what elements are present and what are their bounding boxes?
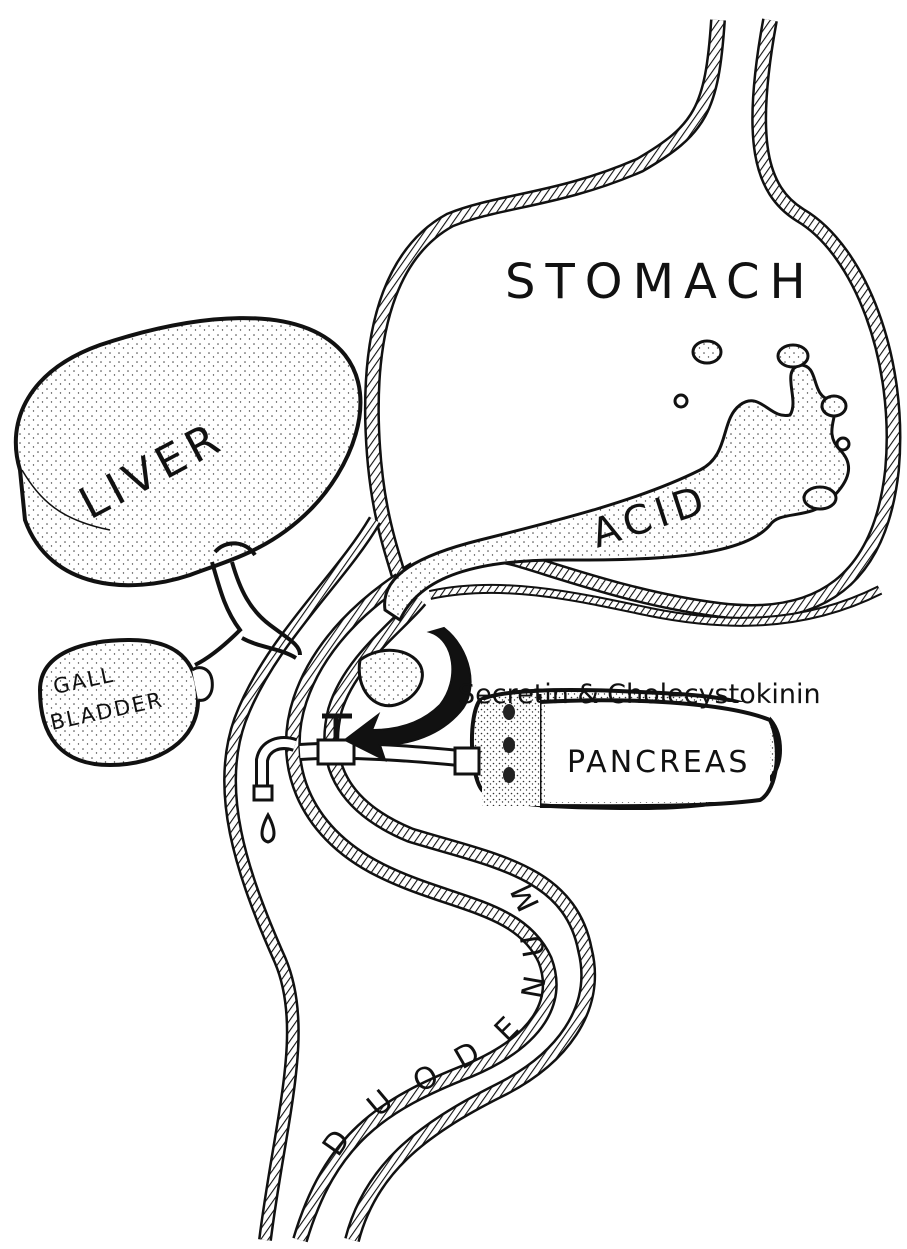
pyloric-valve (359, 650, 422, 705)
hormones-label: Secretin & Cholecystokinin (458, 679, 821, 710)
drop (262, 815, 274, 842)
duodenum-letter: D (316, 1124, 358, 1163)
pancreas-label: PANCREAS (567, 745, 750, 780)
stomach-label: STOMACH (505, 254, 816, 310)
